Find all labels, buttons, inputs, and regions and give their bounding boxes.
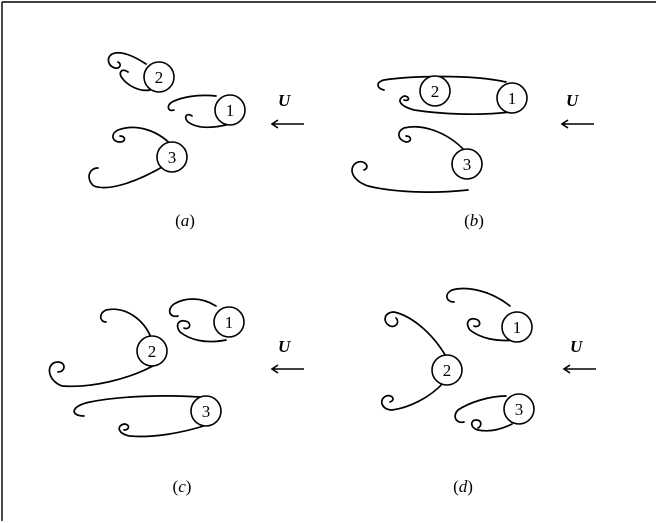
shear-layer-2-lower	[380, 381, 445, 411]
panel-a-label: (a)	[175, 211, 195, 230]
cylinder-1: 1	[214, 94, 246, 126]
cylinder-1: 1	[501, 311, 533, 343]
cylinder-2: 2	[143, 61, 175, 93]
cylinder-3-label: 3	[463, 155, 472, 174]
shear-layer-1-upper	[168, 298, 217, 318]
flow-velocity-label: U	[278, 91, 291, 110]
shear-layer-2-upper	[99, 308, 153, 341]
flow-direction: U	[560, 91, 594, 129]
cylinder-3: 3	[503, 393, 535, 425]
cylinder-3: 3	[451, 148, 483, 180]
flow-direction: U	[270, 337, 304, 374]
shear-layer-1-upper	[446, 287, 511, 307]
panel-c: 1 2 3 U (c)	[48, 298, 304, 496]
shear-layer-3-lower	[118, 423, 211, 438]
cylinder-3-label: 3	[202, 402, 211, 421]
panel-b-label: (b)	[464, 211, 484, 230]
cylinder-2: 2	[419, 75, 451, 107]
cylinder-3-label: 3	[168, 148, 177, 167]
cylinder-1: 1	[213, 306, 245, 338]
shear-layer-2-upper	[107, 51, 147, 69]
shear-layer-2-upper	[384, 311, 449, 361]
cylinder-3-label: 3	[515, 400, 524, 419]
shear-layer-3-upper	[398, 126, 467, 153]
shear-layer-1-lower	[176, 319, 227, 343]
flow-direction: U	[562, 337, 596, 374]
shear-layer-2-lower	[48, 361, 161, 388]
panel-d-label: (d)	[453, 477, 473, 496]
flow-arrow	[270, 364, 304, 374]
cylinder-1: 1	[496, 82, 528, 114]
panel-a: 2 1 3 U (a)	[88, 51, 304, 230]
panel-c-label: (c)	[173, 477, 192, 496]
shear-layer-2-upper	[377, 75, 507, 91]
cylinder-1-label: 1	[225, 313, 234, 332]
shear-layer-2-lower	[399, 95, 511, 116]
flow-velocity-label: U	[566, 91, 579, 110]
flow-direction: U	[270, 91, 304, 129]
cylinder-2-label: 2	[443, 361, 452, 380]
shear-layer-3-lower	[88, 165, 165, 189]
cylinder-2-label: 2	[155, 68, 164, 87]
cylinder-2-label: 2	[148, 342, 157, 361]
shear-layer-1-lower	[466, 317, 517, 342]
cylinder-1-label: 1	[508, 89, 517, 108]
shear-layer-3-upper	[454, 395, 507, 424]
shear-layer-2-lower	[119, 69, 151, 92]
cylinder-3: 3	[156, 141, 188, 173]
cylinder-2: 2	[136, 335, 168, 367]
shear-layer-3-lower	[351, 160, 469, 193]
panel-b: 2 1 3 U (b)	[351, 75, 594, 230]
cylinder-3: 3	[190, 395, 222, 427]
shear-layer-3-upper	[112, 126, 177, 151]
cylinder-1-label: 1	[226, 101, 235, 120]
shear-layer-1-upper	[167, 94, 217, 112]
shear-layer-1-lower	[184, 113, 227, 129]
cylinder-1-label: 1	[513, 318, 522, 337]
flow-arrow	[562, 364, 596, 374]
cylinder-2: 2	[431, 354, 463, 386]
flow-arrow	[560, 119, 594, 129]
shear-layer-3-lower	[470, 419, 513, 432]
flow-arrow	[270, 119, 304, 129]
flow-velocity-label: U	[278, 337, 291, 356]
panel-d: 1 2 3 U (d)	[380, 287, 596, 496]
flow-velocity-label: U	[570, 337, 583, 356]
shear-layer-3-upper	[73, 395, 211, 417]
cylinder-2-label: 2	[431, 82, 440, 101]
